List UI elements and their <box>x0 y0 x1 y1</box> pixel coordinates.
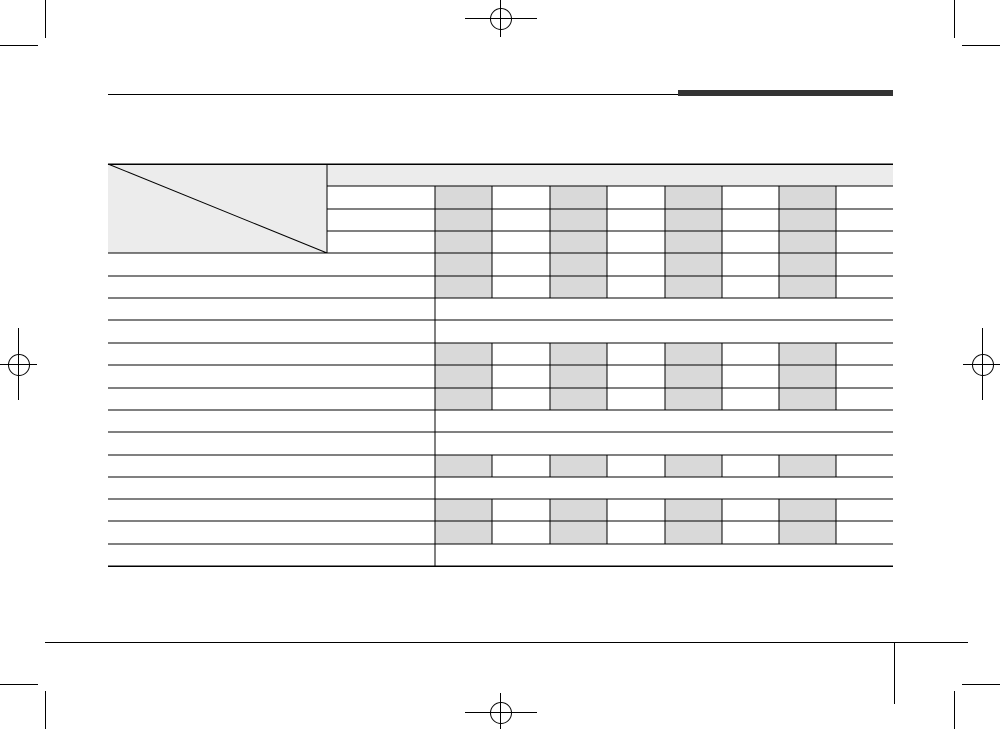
crop-mark <box>962 45 1000 46</box>
footer-rule <box>45 642 968 643</box>
crop-mark <box>0 684 38 685</box>
crop-mark <box>45 691 46 729</box>
crop-mark <box>954 691 955 729</box>
crop-mark <box>0 45 38 46</box>
crop-mark <box>954 0 955 38</box>
crop-mark <box>962 684 1000 685</box>
footer-divider <box>894 642 895 704</box>
crop-mark <box>45 0 46 38</box>
